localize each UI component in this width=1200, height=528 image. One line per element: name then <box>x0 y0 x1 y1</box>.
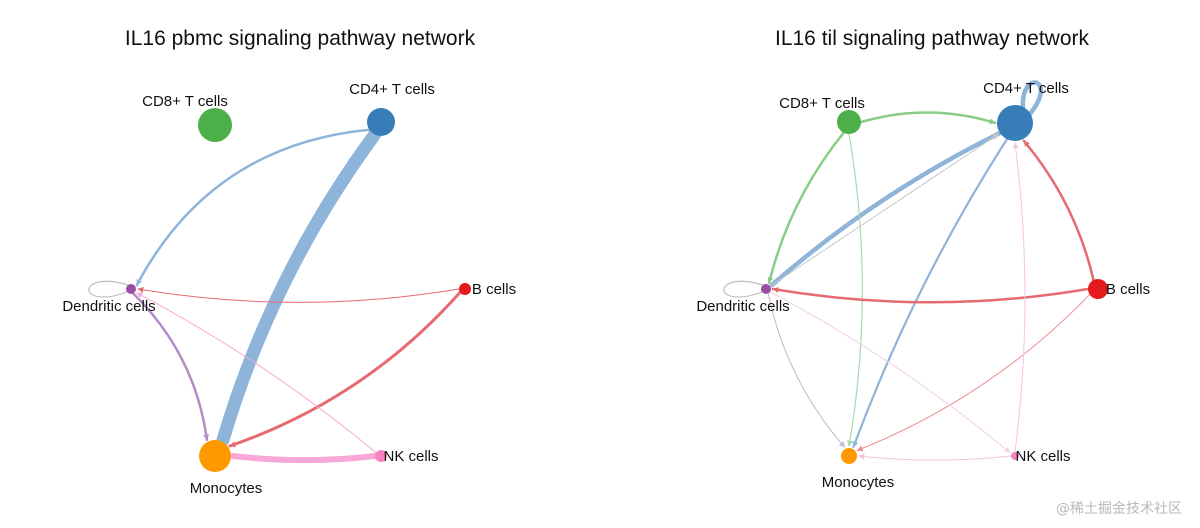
edge-cd8-to-dc <box>767 131 845 284</box>
pbmc-edges <box>88 128 462 464</box>
node-b <box>1088 279 1108 299</box>
edge-nk-to-cd4 <box>1012 142 1026 453</box>
node-label-b: B cells <box>472 281 516 298</box>
node-label-nk: NK cells <box>383 448 438 465</box>
watermark: @稀土掘金技术社区 <box>1056 501 1182 517</box>
node-nk <box>1011 452 1019 460</box>
edge-cd8-to-cd4 <box>859 111 997 125</box>
node-label-cd4: CD4+ T cells <box>983 80 1069 97</box>
node-nk <box>375 450 387 462</box>
node-label-dc: Dendritic cells <box>696 298 789 315</box>
pbmc-panel-title: IL16 pbmc signaling pathway network <box>125 27 476 50</box>
til-network-panel: IL16 til signaling pathway network CD8+ … <box>696 27 1150 491</box>
edge-cd4-to-dc <box>769 130 1003 288</box>
node-cd8 <box>198 108 232 142</box>
til-panel-title: IL16 til signaling pathway network <box>775 27 1090 50</box>
node-label-cd8: CD8+ T cells <box>142 93 228 110</box>
edge-dc-to-nk <box>769 291 1011 454</box>
node-mono <box>841 448 857 464</box>
node-cd4 <box>367 108 395 136</box>
node-mono <box>199 440 231 472</box>
node-label-dc: Dendritic cells <box>62 298 155 315</box>
edge-dc-to-mono <box>131 292 210 442</box>
node-b <box>459 283 471 295</box>
self-loop-dc <box>723 280 764 298</box>
til-edges <box>723 80 1095 461</box>
edge-b-to-dc <box>771 286 1090 304</box>
edge-cd4-to-dc <box>135 128 371 287</box>
self-loop-dc <box>88 280 129 298</box>
edge-nk-to-mono <box>230 453 378 464</box>
node-dc <box>761 284 771 294</box>
edge-cd4-to-mono <box>216 128 382 447</box>
edge-b-to-dc <box>137 286 460 303</box>
edge-b-to-mono <box>856 294 1091 452</box>
node-label-cd4: CD4+ T cells <box>349 81 435 98</box>
pbmc-network-panel: IL16 pbmc signaling pathway network CD8+… <box>62 27 516 497</box>
self-loop-cd4 <box>1020 80 1043 117</box>
node-dc <box>126 284 136 294</box>
edge-dc-to-cd4 <box>769 133 999 287</box>
node-label-cd8: CD8+ T cells <box>779 95 865 112</box>
node-label-mono: Monocytes <box>822 474 895 491</box>
edge-nk-to-mono <box>858 453 1012 461</box>
node-label-b: B cells <box>1106 281 1150 298</box>
edge-cd4-to-mono <box>852 138 1009 449</box>
node-cd4 <box>997 105 1033 141</box>
edge-b-to-cd4 <box>1022 139 1095 282</box>
node-cd8 <box>837 110 861 134</box>
node-label-mono: Monocytes <box>190 480 263 497</box>
edge-dc-to-mono <box>767 292 846 448</box>
edge-b-to-mono <box>228 290 462 448</box>
edge-nk-to-dc <box>136 292 377 454</box>
edge-cd8-to-mono <box>846 133 863 447</box>
node-label-nk: NK cells <box>1015 448 1070 465</box>
